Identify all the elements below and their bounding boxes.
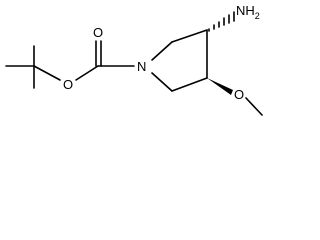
atom-methoxy-oxygen-label: O: [234, 87, 244, 102]
atom-carbonyl-oxygen-label: O: [93, 25, 103, 40]
bond-ring-c4-c5: [171, 77, 208, 92]
atom-ester-oxygen-label: O: [63, 77, 73, 92]
bold-wedge-bond-methoxy: [207, 78, 233, 95]
bond-tbu-to-ester-o: [33, 65, 61, 81]
structure-diagram: NH2 N O O O: [0, 0, 276, 129]
hashed-wedge-bond-amine: [208, 11, 235, 32]
bond-ester-o-to-carbonyl: [75, 65, 99, 81]
bond-ring-c2-c3: [171, 29, 208, 43]
atom-ring-nitrogen-label: N: [137, 59, 146, 74]
bond-ring-n-c2: [151, 41, 173, 61]
atom-amine-label: NH2: [236, 3, 260, 21]
bond-methoxy-o-to-methyl: [245, 97, 263, 116]
bond-ring-c5-n: [151, 72, 173, 92]
molecule-drawing: NH2 N O O O: [5, 3, 263, 116]
